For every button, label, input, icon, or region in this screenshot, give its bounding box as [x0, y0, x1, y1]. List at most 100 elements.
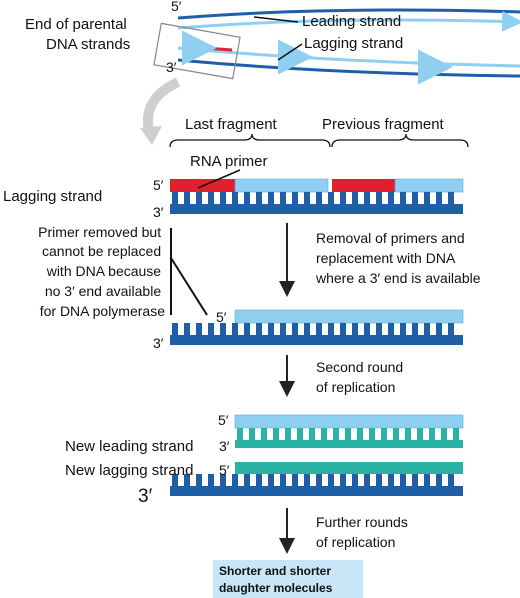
base-pair-tooth — [448, 192, 454, 204]
step2-text: Second round of replication — [316, 359, 407, 395]
base-pair-tooth — [184, 323, 190, 335]
base-pair-tooth — [304, 192, 310, 204]
base-pair-tooth — [352, 192, 358, 204]
base-pair-tooth — [256, 192, 262, 204]
base-pair-tooth — [400, 474, 406, 486]
primer-note: Primer removed but cannot be replaced wi… — [38, 224, 165, 319]
base-pair-tooth — [424, 192, 430, 204]
three-prime-label: 3′ — [138, 486, 153, 507]
base-pair-tooth — [412, 192, 418, 204]
base-pair-tooth — [220, 474, 226, 486]
base-pair-tooth — [244, 323, 250, 335]
base-pair-tooth — [388, 474, 394, 486]
base-pair-tooth — [268, 474, 274, 486]
base-pair-tooth — [436, 323, 442, 335]
base-pair-tooth — [376, 323, 382, 335]
base-pair-tooth — [196, 323, 202, 335]
base-pair-tooth — [357, 428, 363, 440]
last-fragment-label: Last fragment — [185, 116, 278, 133]
three-prime-label: 3′ — [153, 335, 164, 351]
five-prime-label: 5′ — [216, 309, 227, 325]
replication-fork — [140, 8, 520, 145]
base-pair-tooth — [316, 474, 322, 486]
base-pair-tooth — [352, 474, 358, 486]
result-box — [213, 560, 363, 598]
base-pair-tooth — [232, 323, 238, 335]
base-pair-tooth — [429, 428, 435, 440]
base-pair-tooth — [376, 474, 382, 486]
three-prime-label: 3′ — [219, 438, 230, 454]
base-pair-tooth — [412, 474, 418, 486]
new-leading-duplex — [234, 414, 464, 448]
base-pair-tooth — [364, 323, 370, 335]
base-pair-tooth — [256, 474, 262, 486]
base-pair-tooth — [172, 474, 178, 486]
rna-primer-label: RNA primer — [190, 153, 268, 170]
base-pair-tooth — [172, 323, 178, 335]
base-pair-tooth — [448, 323, 454, 335]
base-pair-tooth — [237, 428, 243, 440]
three-prime-label: 3′ — [166, 59, 177, 75]
base-pair-tooth — [316, 192, 322, 204]
lagging-strand-main-label: Lagging strand — [3, 188, 102, 205]
base-pair-tooth — [448, 474, 454, 486]
base-pair-tooth — [292, 474, 298, 486]
end-parental-label: DNA strands — [46, 36, 130, 53]
base-pair-tooth — [196, 474, 202, 486]
new-lagging-duplex — [170, 462, 463, 496]
base-pair-tooth — [220, 192, 226, 204]
base-pair-tooth — [400, 323, 406, 335]
base-pair-tooth — [388, 323, 394, 335]
base-pair-tooth — [328, 323, 334, 335]
base-pair-tooth — [220, 323, 226, 335]
base-pair-tooth — [244, 474, 250, 486]
base-pair-tooth — [304, 474, 310, 486]
new-lagging-strand-label: New lagging strand — [65, 462, 193, 479]
base-pair-tooth — [208, 474, 214, 486]
base-pair-tooth — [232, 474, 238, 486]
base-pair-tooth — [376, 192, 382, 204]
base-pair-tooth — [280, 474, 286, 486]
base-pair-tooth — [400, 192, 406, 204]
base-pair-tooth — [244, 192, 250, 204]
base-pair-tooth — [436, 474, 442, 486]
base-pair-tooth — [285, 428, 291, 440]
base-pair-tooth — [436, 192, 442, 204]
base-pair-tooth — [249, 428, 255, 440]
base-pair-tooth — [256, 323, 262, 335]
new-leading-strand-label: New leading strand — [65, 438, 193, 455]
base-pair-tooth — [208, 192, 214, 204]
base-pair-tooth — [412, 323, 418, 335]
base-pair-tooth — [268, 323, 274, 335]
base-pair-tooth — [417, 428, 423, 440]
five-prime-label: 5′ — [218, 412, 229, 428]
step3-text: Further rounds of replication — [316, 514, 412, 550]
base-pair-tooth — [364, 192, 370, 204]
base-pair-tooth — [405, 428, 411, 440]
base-pair-tooth — [424, 323, 430, 335]
result-text: Shorter and shorter daughter molecules — [219, 564, 334, 595]
stage1-duplex — [170, 178, 464, 214]
base-pair-tooth — [172, 192, 178, 204]
base-pair-tooth — [196, 192, 202, 204]
three-prime-label: 3′ — [153, 204, 164, 220]
base-pair-tooth — [297, 428, 303, 440]
base-pair-tooth — [280, 192, 286, 204]
base-pair-tooth — [268, 192, 274, 204]
end-parental-label: End of parental — [25, 16, 127, 33]
base-pair-tooth — [345, 428, 351, 440]
five-prime-label: 5′ — [219, 462, 230, 478]
base-pair-tooth — [393, 428, 399, 440]
base-pair-tooth — [364, 474, 370, 486]
base-pair-tooth — [309, 428, 315, 440]
previous-fragment-brace — [331, 133, 469, 148]
base-pair-tooth — [441, 428, 447, 440]
base-pair-tooth — [453, 428, 459, 440]
base-pair-tooth — [292, 323, 298, 335]
step1-text: Removal of primers and replacement with … — [315, 230, 481, 286]
base-pair-tooth — [304, 323, 310, 335]
base-pair-tooth — [333, 428, 339, 440]
base-pair-tooth — [316, 323, 322, 335]
base-pair-tooth — [388, 192, 394, 204]
